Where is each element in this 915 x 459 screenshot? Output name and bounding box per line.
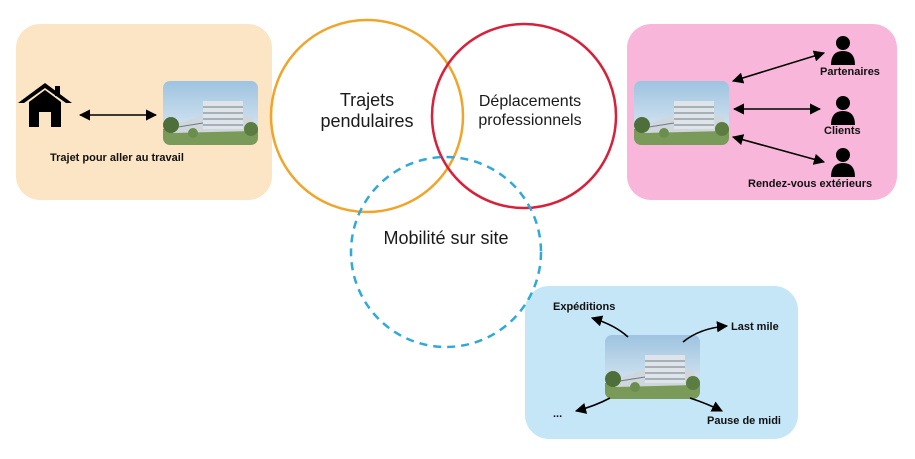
arrow-partners [731,50,826,84]
label-partners: Partenaires [820,66,880,78]
arrow-lunch-break [689,397,724,412]
venn-circle-commute [269,18,465,214]
office-building-photo [163,81,258,145]
label-last-mile: Last mile [731,321,779,333]
label-shipping: Expéditions [553,301,616,313]
arrow-last-mile [682,321,729,343]
arrow-meetings [731,134,826,165]
person-icon [831,96,855,125]
venn-label-commute: Trajets pendulaires [320,90,414,132]
arrow-shipping [590,315,629,338]
venn-label-onsite: Mobilité sur site [383,228,509,248]
office-building-photo [634,81,729,145]
arrow-more [574,397,611,414]
venn-label-business: Déplacements professionnels [478,93,582,129]
person-icon [831,36,855,65]
label-meetings: Rendez-vous extérieurs [748,178,873,190]
label-lunch-break: Pause de midi [707,415,781,427]
venn-circle-onsite [349,155,543,349]
commute-caption: Trajet pour aller au travail [50,152,184,164]
label-more: ... [553,408,563,420]
label-clients: Clients [824,125,861,137]
venn-circle-business [430,22,618,210]
house-icon [18,83,72,127]
office-building-photo [605,335,700,399]
person-icon [831,148,855,177]
